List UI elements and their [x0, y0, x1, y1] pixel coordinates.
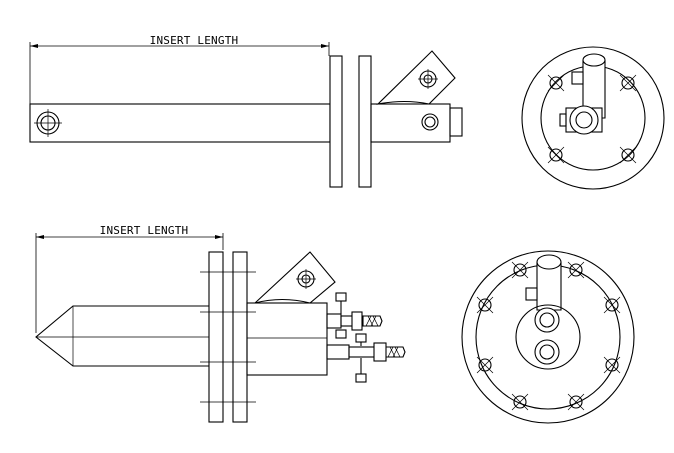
top-probe-end-hole: [34, 109, 62, 137]
top-center-port: [559, 105, 603, 135]
bottom-lower-valve: [326, 333, 406, 383]
bottom-pointed-probe: [35, 305, 210, 367]
bottom-side-view: INSERT LENGTH: [35, 224, 406, 423]
bottom-body: [246, 302, 328, 376]
top-insert-length-dimension: INSERT LENGTH: [29, 34, 330, 104]
bottom-center-body: [515, 304, 581, 370]
top-flange-outer: [521, 46, 665, 190]
bottom-flange-right: [232, 251, 248, 423]
top-flange-left: [329, 55, 343, 188]
bottom-upper-port: [534, 307, 560, 333]
bottom-upper-valve: [326, 292, 383, 339]
bottom-riser-pipe: [525, 254, 562, 311]
top-probe-tube: [29, 103, 331, 143]
bottom-lower-port: [534, 339, 560, 365]
top-end-view: [521, 46, 665, 190]
bottom-bolt-holes: [476, 261, 621, 411]
top-side-fitting: [421, 107, 463, 137]
bottom-flange-left: [208, 251, 224, 423]
top-side-view: INSERT LENGTH: [29, 34, 463, 188]
bottom-angled-inlet: [254, 251, 336, 304]
bottom-flange-outer: [461, 250, 635, 424]
bottom-end-view: [461, 250, 635, 424]
top-bolt-holes: [547, 74, 637, 164]
bottom-insert-length-label: INSERT LENGTH: [100, 224, 189, 237]
bottom-insert-length-dimension: INSERT LENGTH: [35, 224, 224, 333]
top-angled-inlet: [376, 50, 456, 105]
top-flange-right: [358, 55, 372, 188]
top-insert-length-label: INSERT LENGTH: [150, 34, 239, 47]
top-riser-pipe: [571, 53, 606, 119]
